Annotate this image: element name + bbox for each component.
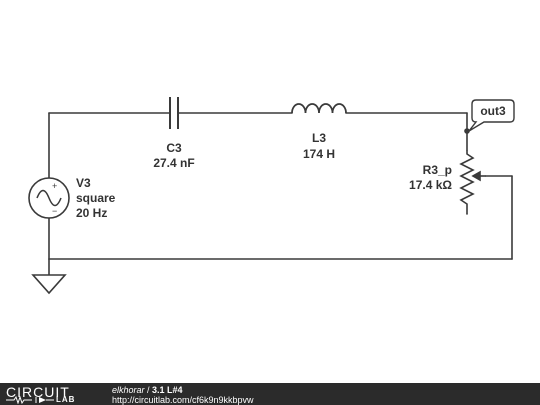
author-line: elkhorar / 3.1 L#4 — [112, 385, 254, 395]
logo-text: CIRCUIT — [6, 384, 70, 400]
circuit-schematic: C3 27.4 nF L3 174 H + − V3 square 20 Hz — [28, 97, 515, 295]
logo-sub-text: LAB — [56, 395, 76, 404]
circuit-url[interactable]: http://circuitlab.com/cf6k9n9kkbpvw — [112, 395, 254, 405]
potentiometer-value: 17.4 kΩ — [409, 178, 452, 192]
source-frequency: 20 Hz — [76, 206, 107, 220]
source-name: V3 — [76, 176, 91, 190]
circuit-title[interactable]: 3.1 L#4 — [152, 385, 183, 395]
probe-marker: out3 — [468, 99, 515, 132]
capacitor-name: C3 — [166, 141, 182, 155]
author-name[interactable]: elkhorar — [112, 385, 145, 395]
junction-dot — [464, 128, 470, 134]
inductor-value: 174 H — [303, 147, 335, 161]
separator: / — [144, 385, 153, 395]
capacitor-c3 — [169, 97, 179, 129]
capacitor-value: 27.4 nF — [153, 156, 194, 170]
inductor-l3 — [291, 103, 347, 114]
source-type: square — [76, 191, 116, 205]
potentiometer-r3p — [459, 150, 486, 214]
logo-wave-icon — [6, 396, 54, 404]
voltage-source-v3: + − — [28, 177, 70, 219]
minus-sign: − — [52, 206, 57, 216]
circuitlab-logo[interactable]: CIRCUIT LAB — [6, 384, 102, 404]
circuit-meta: elkhorar / 3.1 L#4 http://circuitlab.com… — [112, 385, 254, 405]
probe-label: out3 — [480, 104, 506, 118]
footer-bar: CIRCUIT LAB elkhorar / 3.1 L#4 http://ci… — [0, 383, 540, 405]
inductor-name: L3 — [312, 131, 326, 145]
plus-sign: + — [52, 181, 57, 191]
potentiometer-name: R3_p — [423, 163, 452, 177]
ground-icon — [31, 274, 67, 295]
